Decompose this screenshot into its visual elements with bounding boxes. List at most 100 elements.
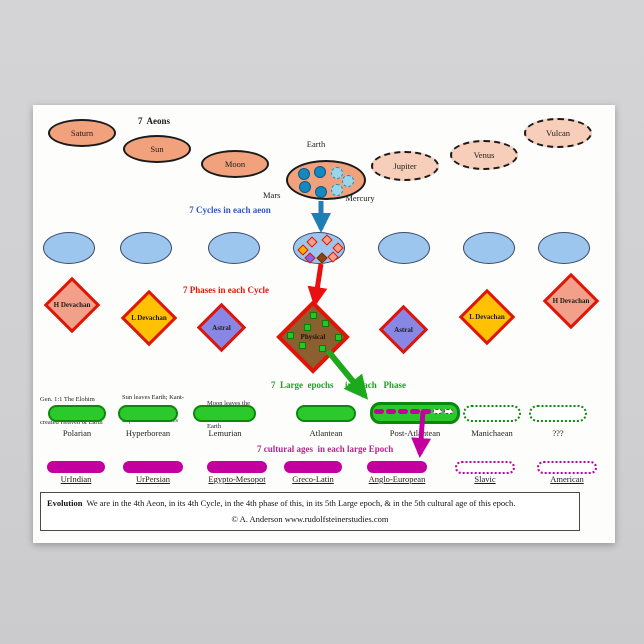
phase-label: L Devachan [131,314,167,322]
cycle-ellipse-3 [208,232,260,264]
age-label-slavic: Slavic [474,474,496,484]
epoch-pill-hyperborean [118,405,178,422]
annotation-lemurian: Moon leaves the Earth [207,385,250,445]
aeon-ellipse-moon: Moon [201,150,269,178]
mercury-label: Mercury [345,193,375,203]
age-label-egypto-mesopot: Egypto-Mesopot [208,474,266,484]
phase-diamond-l-devachan-right: L Devachan [458,288,516,346]
phase-label: H Devachan [552,297,590,305]
epoch-label-lemurian: Lemurian [208,428,242,438]
phase-label: Astral [394,325,413,334]
age-pill-urindian [47,461,105,473]
age-label-greco-latin: Greco-Latin [292,474,334,484]
cycle-ellipse-6 [463,232,515,264]
epochs-title-left: 7 Large epochs [271,380,334,390]
annotation-line: created Heaven & Earth [40,418,103,426]
phase-diamond-h-devachan-right: H Devachan [542,272,600,330]
mini-age-pill-5-current [421,409,431,414]
phase-label: L Devachan [469,313,505,321]
aeon-label-moon: Moon [224,159,246,169]
aeon-label-sun: Sun [150,144,164,154]
phase-diamond-astral-left: Astral [196,302,247,353]
age-pill-greco-latin [284,461,342,473]
epoch-pill-unknown-future [529,405,587,422]
aeon-label-saturn: Saturn [70,128,94,138]
epoch-square-3 [304,324,311,331]
age-pill-anglo-european-current [367,461,427,473]
mini-age-pill-3 [398,409,408,414]
annotation-line: Gen. 1:1 The Elohim [40,396,95,403]
annotation-line: Sun leaves Earth; Kant- [122,394,184,401]
earth-planet-dot-5-future [331,167,343,179]
earth-label: Earth [306,139,326,149]
mini-age-pill-2 [386,409,396,414]
epochs-title-right: in each Phase [345,380,407,390]
cycle-ellipse-1 [43,232,95,264]
earth-planet-dot-2 [314,166,326,178]
aeon-ellipse-venus: Venus [450,140,518,170]
epoch-pill-lemurian [193,405,256,422]
cycle-ellipse-7 [538,232,590,264]
phases-title: 7 Phases in each Cycle [183,285,269,295]
epoch-label-hyperborean: Hyperborean [125,428,171,438]
aeons-title: 7 Aeons [138,116,171,126]
earth-planet-dot-3 [299,181,311,193]
aeon-ellipse-sun: Sun [123,135,191,163]
epoch-square-2 [322,320,329,327]
earth-planet-dot-1 [298,168,310,180]
aeon-ellipse-jupiter: Jupiter [371,151,439,181]
epoch-label-manichaean: Manichaean [471,428,513,438]
aeon-label-jupiter: Jupiter [393,161,417,171]
phase-diamond-astral-right: Astral [378,304,429,355]
age-pill-urpersian [123,461,183,473]
footer-body: We are in the 4th Aeon, in its 4th Cycle… [82,498,516,508]
epoch-label-atlantean: Atlantean [309,428,343,438]
age-pill-egypto-mesopot [207,461,267,473]
cycles-title: 7 Cycles in each aeon [189,205,271,215]
epoch-square-6 [299,342,306,349]
earth-planet-dot-7-future [331,184,343,196]
epoch-square-7-current [319,345,326,352]
aeon-label-venus: Venus [473,150,495,160]
cycle-ellipse-5 [378,232,430,264]
annotation-line: Moon leaves the [207,400,250,407]
phase-diamond-h-devachan-left: H Devachan [43,276,101,334]
age-label-american: American [550,474,584,484]
annotation-polarian: Gen. 1:1 The Elohim created Heaven & Ear… [40,381,103,441]
epoch-square-5 [335,334,342,341]
mini-age-pill-7-future [444,409,453,414]
aeon-ellipse-saturn: Saturn [48,119,116,147]
footer-credit: © A. Anderson www.rudolfsteinerstudies.c… [231,514,389,524]
phase-diamond-l-devachan-left: L Devachan [120,289,178,347]
aeon-label-vulcan: Vulcan [545,128,571,138]
aeon-ellipse-vulcan: Vulcan [524,118,592,148]
ages-title: 7 cultural ages in each large Epoch [257,444,394,454]
epoch-pill-atlantean [296,405,356,422]
earth-planet-dot-4 [315,186,327,198]
mini-age-pill-6-future [433,409,442,414]
age-label-urindian: UrIndian [60,474,92,484]
footer-heading: Evolution [47,498,83,508]
epoch-pill-manichaean-future [463,405,521,422]
epoch-label-polarian: Polarian [62,428,92,438]
mini-age-pill-4 [410,409,420,414]
evolution-diagram-poster: 7 Aeons Saturn Sun Moon Earth Mars Mercu… [33,105,615,543]
footer-summary-text: Evolution We are in the 4th Aeon, in its… [47,498,573,508]
mini-age-pill-1 [374,409,384,414]
age-label-urpersian: UrPersian [136,474,170,484]
phase-label: Astral [212,323,231,332]
annotation-line: Earth [207,422,222,430]
age-pill-slavic-future [455,461,515,474]
epoch-label-unknown: ??? [552,428,564,438]
footer-summary-box: Evolution We are in the 4th Aeon, in its… [40,492,580,531]
epoch-pill-polarian [48,405,106,422]
epoch-label-post-atlantean: Post-Atlantean [389,428,441,438]
phase-label: Physical [300,333,326,341]
age-label-anglo-european: Anglo-European [368,474,426,484]
epoch-square-4 [287,332,294,339]
arrow-cycle-to-physical [307,263,328,307]
cycle-ellipse-2 [120,232,172,264]
mars-label: Mars [263,190,281,200]
phase-diamond-physical-current: Physical [276,300,350,374]
